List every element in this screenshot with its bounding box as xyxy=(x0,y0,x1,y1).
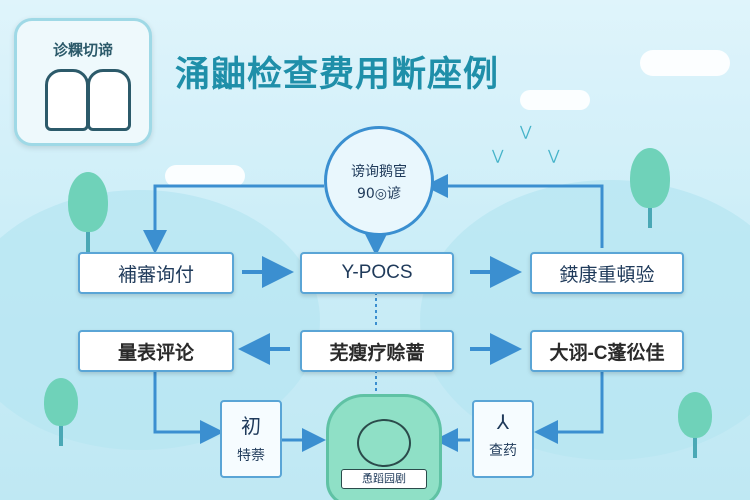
center-circle-line2: 90◎谚 xyxy=(356,186,402,202)
tree-icon xyxy=(630,148,670,228)
node-row1-right: 鍈康重頓验 xyxy=(530,252,684,294)
cloud-shape xyxy=(520,90,590,110)
small-right-line1: ⅄ xyxy=(496,410,510,434)
logo-badge: 诊粿切谛 xyxy=(14,18,152,146)
tree-icon xyxy=(68,172,108,252)
cloud-shape xyxy=(165,165,245,187)
person-icon xyxy=(87,69,131,131)
bird-icon: ⋁ xyxy=(548,148,560,164)
node-row2-right: 大诩-C蓬彸佳 xyxy=(530,330,684,372)
bird-icon: ⋁ xyxy=(520,124,532,140)
small-right-line2: 查药 xyxy=(489,443,517,459)
node-row1-center: Y-POCS xyxy=(300,252,454,294)
person-icon xyxy=(45,69,89,131)
cloud-shape xyxy=(640,50,730,76)
bottom-emblem-node: 恿蹈园剧 xyxy=(326,394,442,500)
small-left-line1: 初 xyxy=(241,414,261,438)
node-row1-left: 補審询付 xyxy=(78,252,234,294)
tree-icon xyxy=(678,392,712,458)
small-left-line2: 特萘 xyxy=(237,448,265,464)
bird-icon: ⋁ xyxy=(492,148,504,164)
center-circle-line1: 谤询鹅宦 xyxy=(351,164,407,180)
page-title: 涌鼬检查费用断座例 xyxy=(175,55,500,95)
node-small-right: ⅄ 查药 xyxy=(472,400,534,478)
center-circle-node: 谤询鹅宦 90◎谚 xyxy=(324,126,434,236)
badge-title: 诊粿切谛 xyxy=(52,41,113,59)
heart-icon xyxy=(357,419,411,467)
node-row2-left: 量表评论 xyxy=(78,330,234,372)
connector-arrow xyxy=(143,184,324,254)
emblem-label: 恿蹈园剧 xyxy=(341,469,427,489)
connector-arrow xyxy=(424,174,604,248)
tree-icon xyxy=(44,378,78,446)
node-small-left: 初 特萘 xyxy=(220,400,282,478)
node-row2-center: 芜瘦疗赊蔷 xyxy=(300,330,454,372)
